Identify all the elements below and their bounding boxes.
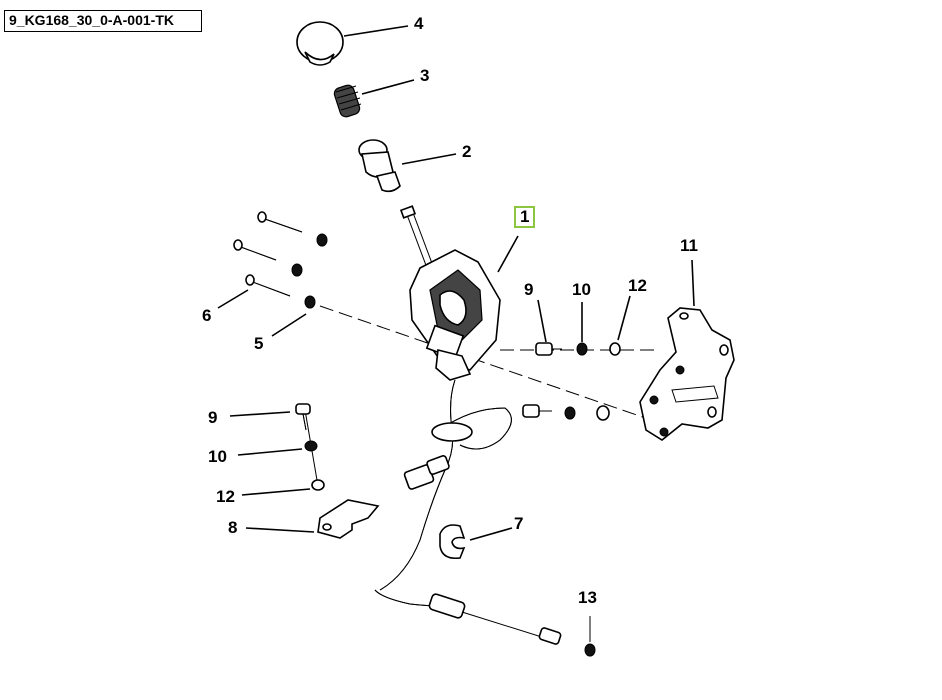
- callout-4: 4: [414, 14, 424, 33]
- part-1-shifter-assembly[interactable]: [409, 249, 501, 381]
- callout-9-left: 9: [208, 408, 218, 427]
- callout-12-left: 12: [216, 487, 235, 506]
- callout-10-left: 10: [208, 447, 227, 466]
- callout-7: 7: [514, 514, 524, 533]
- part-11-bracket[interactable]: [639, 307, 735, 441]
- callout-12-right: 12: [628, 276, 647, 295]
- left-lower-fasteners[interactable]: [295, 403, 325, 491]
- callout-10-right: 10: [572, 280, 591, 299]
- right-fasteners[interactable]: [522, 342, 621, 421]
- part-13-nut[interactable]: [584, 616, 596, 657]
- callout-1[interactable]: 1: [514, 206, 536, 228]
- part-6-bolts[interactable]: [233, 211, 303, 297]
- callout-13: 13: [578, 588, 597, 607]
- part-5-nuts[interactable]: [291, 233, 328, 309]
- part-8-plate[interactable]: [317, 499, 380, 539]
- wiring-harness: [379, 379, 512, 591]
- shift-cable: [374, 589, 562, 645]
- callout-8: 8: [228, 518, 238, 537]
- callout-2: 2: [462, 142, 472, 161]
- callout-6: 6: [202, 306, 212, 325]
- callout-5: 5: [254, 334, 264, 353]
- part-4-knob[interactable]: [296, 21, 344, 66]
- callout-3: 3: [420, 66, 430, 85]
- part-7-clip[interactable]: [439, 524, 466, 560]
- part-2-bushing[interactable]: [358, 139, 401, 193]
- part-3-spring[interactable]: [333, 84, 362, 119]
- callout-11: 11: [680, 236, 698, 255]
- drawing-id-label: 9_KG168_30_0-A-001-TK: [4, 10, 202, 32]
- callout-9-right: 9: [524, 280, 534, 299]
- leader-lines: [217, 25, 695, 541]
